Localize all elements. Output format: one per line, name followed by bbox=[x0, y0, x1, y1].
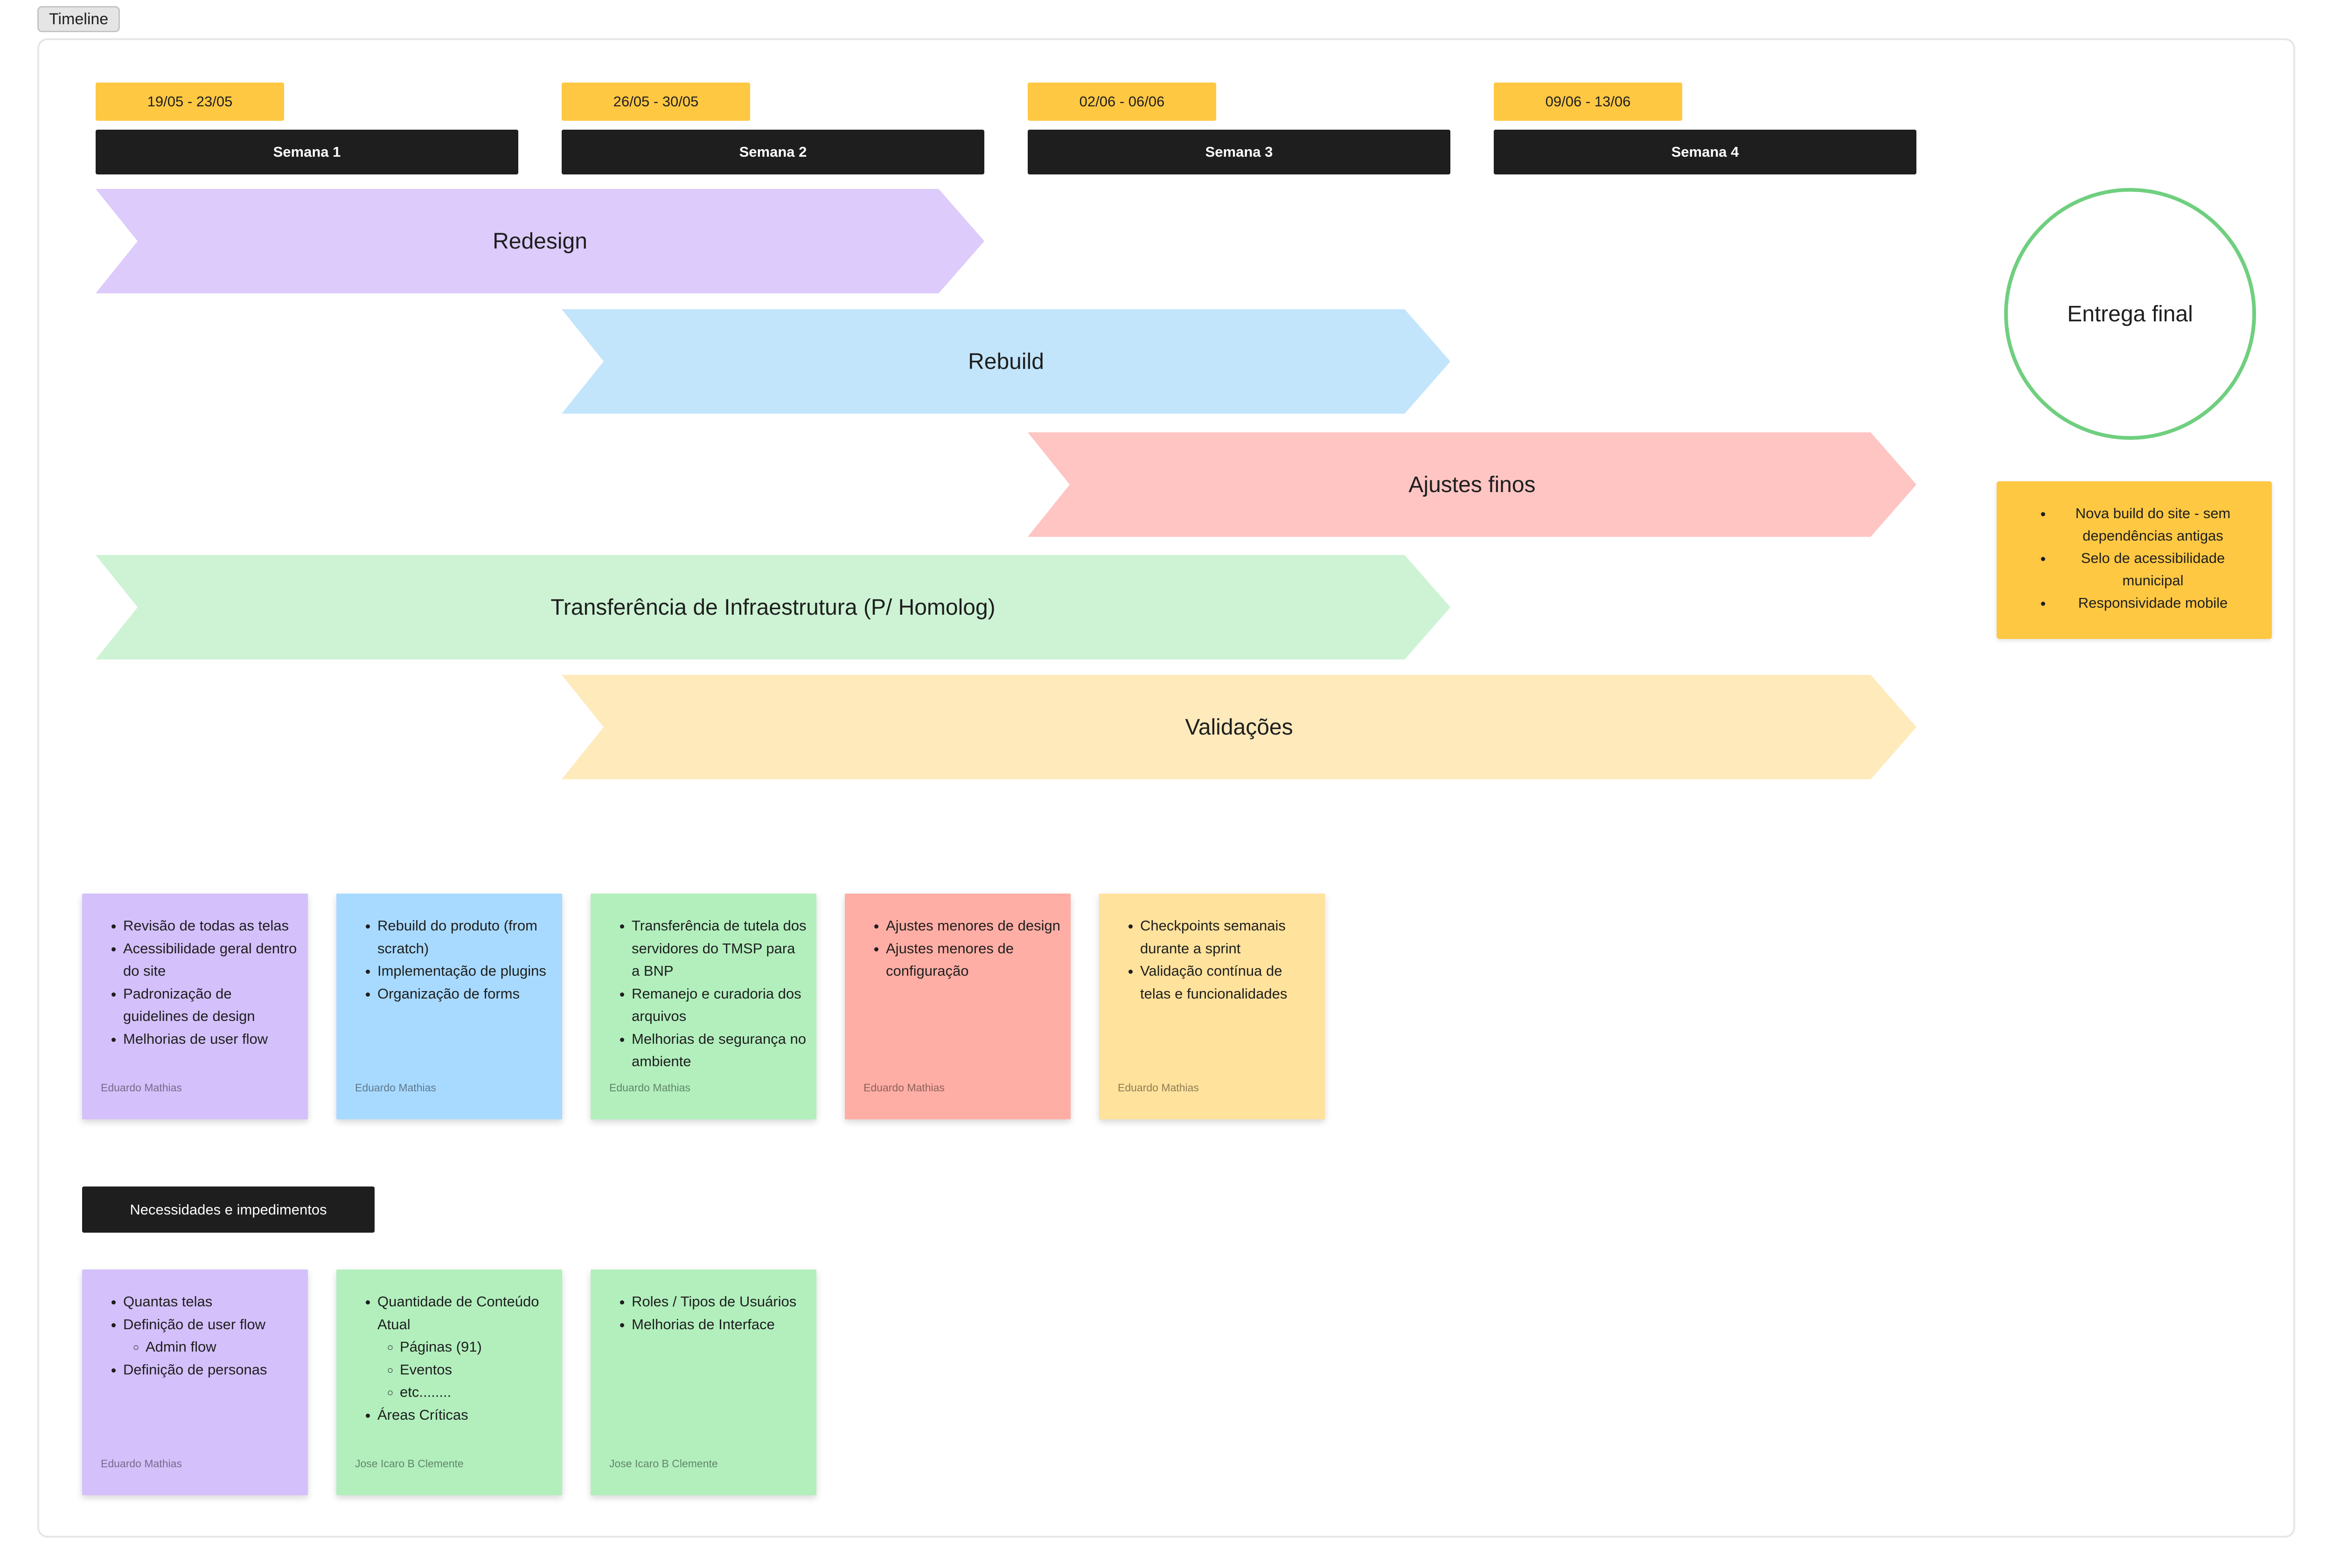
list-item: Melhorias de segurança no ambiente bbox=[632, 1028, 807, 1073]
phase-validacoes-arrow[interactable]: Validações bbox=[562, 675, 1916, 779]
sticky-note-author: Jose Icaro B Clemente bbox=[355, 1457, 464, 1470]
list-item-text: Quantidade de Conteúdo Atual bbox=[377, 1293, 539, 1332]
list-item: Remanejo e curadoria dos arquivos bbox=[632, 983, 807, 1028]
list-item: Definição de personas bbox=[123, 1359, 299, 1381]
final-delivery-label: Entrega final bbox=[2067, 301, 2193, 326]
list-item: Rebuild do produto (from scratch) bbox=[377, 915, 553, 960]
list-item: Nova build do site - sem dependências an… bbox=[2053, 502, 2253, 547]
sticky-note-impediment-telas[interactable]: Quantas telas Definição de user flow Adm… bbox=[82, 1270, 308, 1495]
final-delivery-note[interactable]: Nova build do site - sem dependências an… bbox=[1997, 481, 2272, 639]
phase-redesign-label: Redesign bbox=[493, 229, 587, 254]
week-4-header[interactable]: Semana 4 bbox=[1494, 130, 1916, 174]
sticky-note-impediment-conteudo[interactable]: Quantidade de Conteúdo Atual Páginas (91… bbox=[336, 1270, 562, 1495]
phase-ajustes-finos-label: Ajustes finos bbox=[1408, 472, 1536, 497]
list-item: Organização de forms bbox=[377, 983, 553, 1006]
sticky-note-author: Eduardo Mathias bbox=[609, 1081, 690, 1094]
list-item: Quantas telas bbox=[123, 1290, 299, 1313]
sticky-note-author: Eduardo Mathias bbox=[101, 1081, 182, 1094]
list-item: Melhorias de Interface bbox=[632, 1313, 807, 1336]
sub-list-item: Páginas (91) bbox=[400, 1336, 553, 1359]
phase-infraestrutura-arrow[interactable]: Transferência de Infraestrutura (P/ Homo… bbox=[96, 555, 1450, 659]
sub-list-item: Eventos bbox=[400, 1359, 553, 1381]
sticky-note-redesign[interactable]: Revisão de todas as telas Acessibilidade… bbox=[82, 894, 308, 1119]
sub-list: Admin flow bbox=[123, 1336, 299, 1359]
list-item: Transferência de tutela dos servidores d… bbox=[632, 915, 807, 983]
phase-infraestrutura-label: Transferência de Infraestrutura (P/ Homo… bbox=[550, 595, 996, 620]
week-2-header[interactable]: Semana 2 bbox=[562, 130, 984, 174]
sticky-note-impediment-roles[interactable]: Roles / Tipos de Usuários Melhorias de I… bbox=[591, 1270, 816, 1495]
sub-list-item: Admin flow bbox=[146, 1336, 299, 1359]
week-1-date-tag[interactable]: 19/05 - 23/05 bbox=[96, 83, 284, 121]
phase-validacoes-label: Validações bbox=[1185, 715, 1293, 740]
week-1-header[interactable]: Semana 1 bbox=[96, 130, 518, 174]
sticky-note-author: Jose Icaro B Clemente bbox=[609, 1457, 718, 1470]
list-item: Selo de acessibilidade municipal bbox=[2053, 547, 2253, 592]
sticky-note-validacoes[interactable]: Checkpoints semanais durante a sprint Va… bbox=[1099, 894, 1325, 1119]
sticky-note-author: Eduardo Mathias bbox=[1118, 1081, 1199, 1094]
sticky-note-author: Eduardo Mathias bbox=[864, 1081, 945, 1094]
list-item: Quantidade de Conteúdo Atual Páginas (91… bbox=[377, 1290, 553, 1404]
list-item-text: Definição de user flow bbox=[123, 1316, 265, 1332]
list-item: Padronização de guidelines de design bbox=[123, 983, 299, 1028]
sticky-note-list: Transferência de tutela dos servidores d… bbox=[591, 894, 816, 1073]
sticky-note-author: Eduardo Mathias bbox=[101, 1457, 182, 1470]
list-item: Definição de user flow Admin flow bbox=[123, 1313, 299, 1359]
sticky-note-list: Quantas telas Definição de user flow Adm… bbox=[82, 1270, 308, 1381]
week-3-date-tag[interactable]: 02/06 - 06/06 bbox=[1028, 83, 1216, 121]
sub-list-item: etc........ bbox=[400, 1381, 553, 1404]
phase-redesign-arrow[interactable]: Redesign bbox=[96, 189, 984, 293]
list-item: Áreas Críticas bbox=[377, 1404, 553, 1427]
sticky-note-infraestrutura[interactable]: Transferência de tutela dos servidores d… bbox=[591, 894, 816, 1119]
week-4-date-tag[interactable]: 09/06 - 13/06 bbox=[1494, 83, 1682, 121]
list-item: Ajustes menores de design bbox=[886, 915, 1061, 937]
phase-rebuild-arrow[interactable]: Rebuild bbox=[562, 309, 1450, 414]
list-item: Ajustes menores de configuração bbox=[886, 937, 1061, 983]
list-item: Roles / Tipos de Usuários bbox=[632, 1290, 807, 1313]
sticky-note-list: Revisão de todas as telas Acessibilidade… bbox=[82, 894, 308, 1050]
week-3-header[interactable]: Semana 3 bbox=[1028, 130, 1450, 174]
list-item: Melhorias de user flow bbox=[123, 1028, 299, 1051]
list-item: Responsividade mobile bbox=[2053, 592, 2253, 614]
sticky-note-author: Eduardo Mathias bbox=[355, 1081, 436, 1094]
sticky-note-list: Checkpoints semanais durante a sprint Va… bbox=[1099, 894, 1325, 1005]
list-item: Revisão de todas as telas bbox=[123, 915, 299, 937]
final-delivery-list: Nova build do site - sem dependências an… bbox=[1997, 481, 2272, 614]
list-item: Checkpoints semanais durante a sprint bbox=[1140, 915, 1316, 960]
sticky-note-rebuild[interactable]: Rebuild do produto (from scratch) Implem… bbox=[336, 894, 562, 1119]
phase-rebuild-label: Rebuild bbox=[968, 349, 1044, 374]
list-item: Validação contínua de telas e funcionali… bbox=[1140, 960, 1316, 1005]
final-delivery-milestone-circle[interactable]: Entrega final bbox=[2004, 188, 2256, 440]
sticky-note-list: Ajustes menores de design Ajustes menore… bbox=[845, 894, 1071, 983]
impediments-section-label[interactable]: Necessidades e impedimentos bbox=[82, 1186, 375, 1233]
sub-list: Páginas (91) Eventos etc........ bbox=[377, 1336, 553, 1404]
sticky-note-ajustes[interactable]: Ajustes menores de design Ajustes menore… bbox=[845, 894, 1071, 1119]
sticky-note-list: Quantidade de Conteúdo Atual Páginas (91… bbox=[336, 1270, 562, 1426]
list-item: Acessibilidade geral dentro do site bbox=[123, 937, 299, 983]
phase-ajustes-finos-arrow[interactable]: Ajustes finos bbox=[1028, 432, 1916, 537]
week-2-date-tag[interactable]: 26/05 - 30/05 bbox=[562, 83, 750, 121]
sticky-note-list: Roles / Tipos de Usuários Melhorias de I… bbox=[591, 1270, 816, 1336]
frame-label[interactable]: Timeline bbox=[37, 6, 120, 32]
sticky-note-list: Rebuild do produto (from scratch) Implem… bbox=[336, 894, 562, 1005]
list-item: Implementação de plugins bbox=[377, 960, 553, 983]
